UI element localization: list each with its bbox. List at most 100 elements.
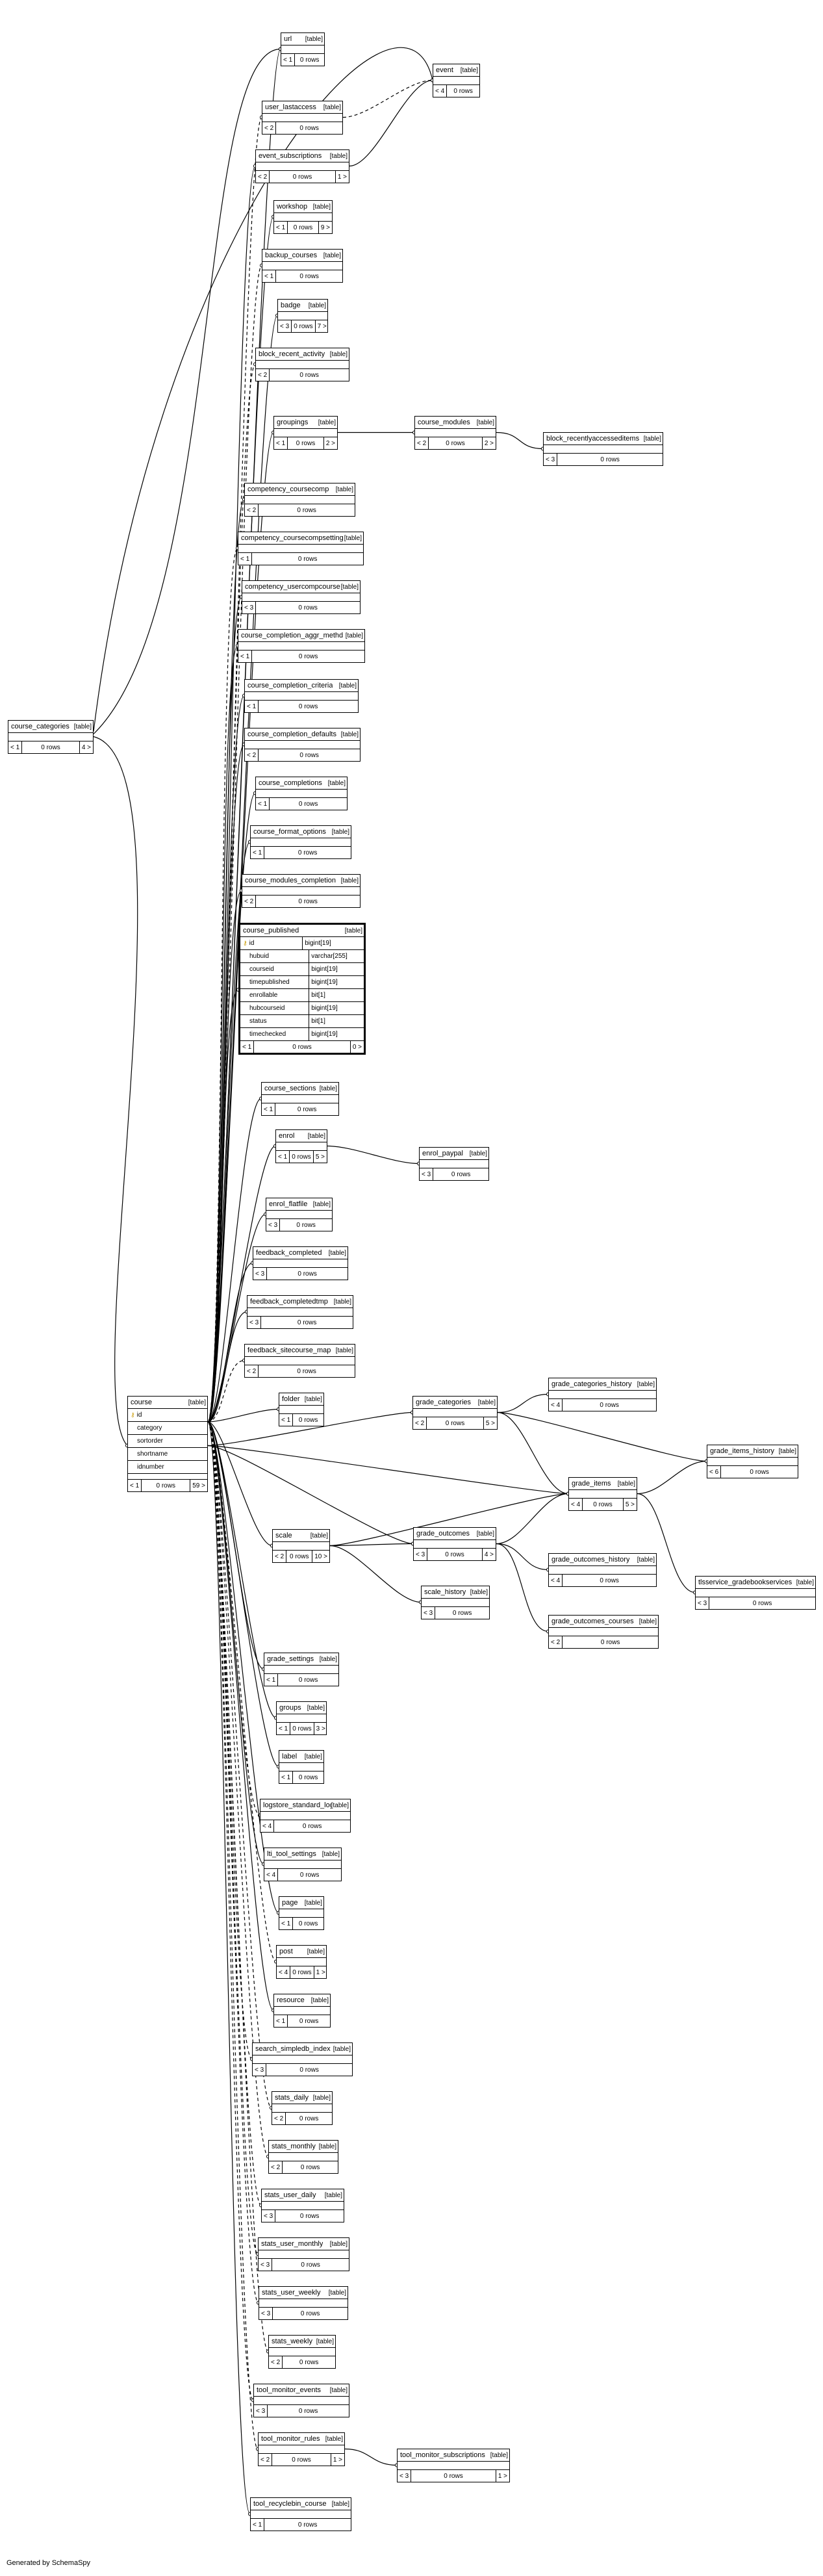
row-count: 0 rows [299,56,320,64]
table-course[interactable]: course[table] ⚷id category sortorder sho… [127,1396,208,1492]
child-count: 5 > [312,1151,327,1163]
child-count: 1 > [495,2470,509,2482]
table-name: enrol_flatfile [269,1200,308,1208]
row-count: 0 rows [297,506,316,514]
child-count: 10 > [312,1551,329,1562]
relationship-edge [207,1421,254,2401]
table-tag: [table] [344,534,362,542]
table-name: label [282,1753,298,1760]
relationship-edge [637,1460,707,1495]
parent-count: < 1 [128,1480,142,1491]
table-spacer [276,1142,327,1151]
relationship-edge [207,1421,277,1963]
table-spacer [269,2348,335,2356]
table-spacer [242,593,360,602]
table-tag: [table] [322,1850,340,1858]
parent-count: < 1 [256,798,270,810]
parent-count: < 2 [245,1365,259,1377]
parent-count: < 3 [247,1317,262,1328]
row-count: 0 rows [298,800,318,808]
table-name: block_recentlyaccesseditems [546,435,640,443]
table-tag: [table] [333,2045,351,2053]
table-tag: [table] [312,203,331,211]
table-spacer [549,1628,658,1636]
table-tag: [table] [324,2191,342,2199]
row-count: 0 rows [298,702,318,710]
table-spacer [251,2510,351,2519]
table-name: competency_coursecompsetting [241,534,344,542]
table-name: competency_usercompcourse [245,583,340,591]
row-count: 0 rows [292,1153,311,1161]
column-type: varchar[255] [311,953,348,960]
relationship-edge [207,645,238,1423]
parent-count: < 4 [264,1869,279,1881]
table-spacer [707,1458,798,1466]
table-spacer [264,1861,341,1869]
table-spacer [274,2007,330,2015]
table-tag: [table] [188,1398,206,1406]
table-name: course_completions [259,779,322,787]
row-count: 0 rows [298,604,318,612]
table-name: course [131,1398,153,1406]
